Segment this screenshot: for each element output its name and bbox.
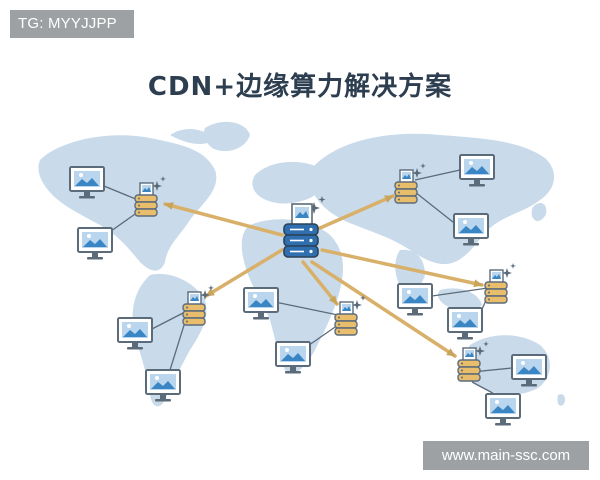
monitor-icon	[397, 283, 433, 317]
watermark-tag: TG: MYYJJPP	[10, 10, 134, 38]
distribution-arrows	[163, 194, 484, 358]
monitor-icon	[485, 393, 521, 427]
monitor-icon	[447, 307, 483, 341]
monitor-icon	[275, 341, 311, 375]
sparkle-icon	[308, 196, 326, 214]
website-watermark: www.main-ssc.com	[423, 441, 589, 470]
monitor-icon	[77, 227, 113, 261]
diagram-title: CDN+边缘算力解决方案	[147, 72, 453, 102]
server-icon	[334, 294, 367, 336]
server-icon	[484, 262, 517, 304]
central-server	[283, 196, 326, 258]
